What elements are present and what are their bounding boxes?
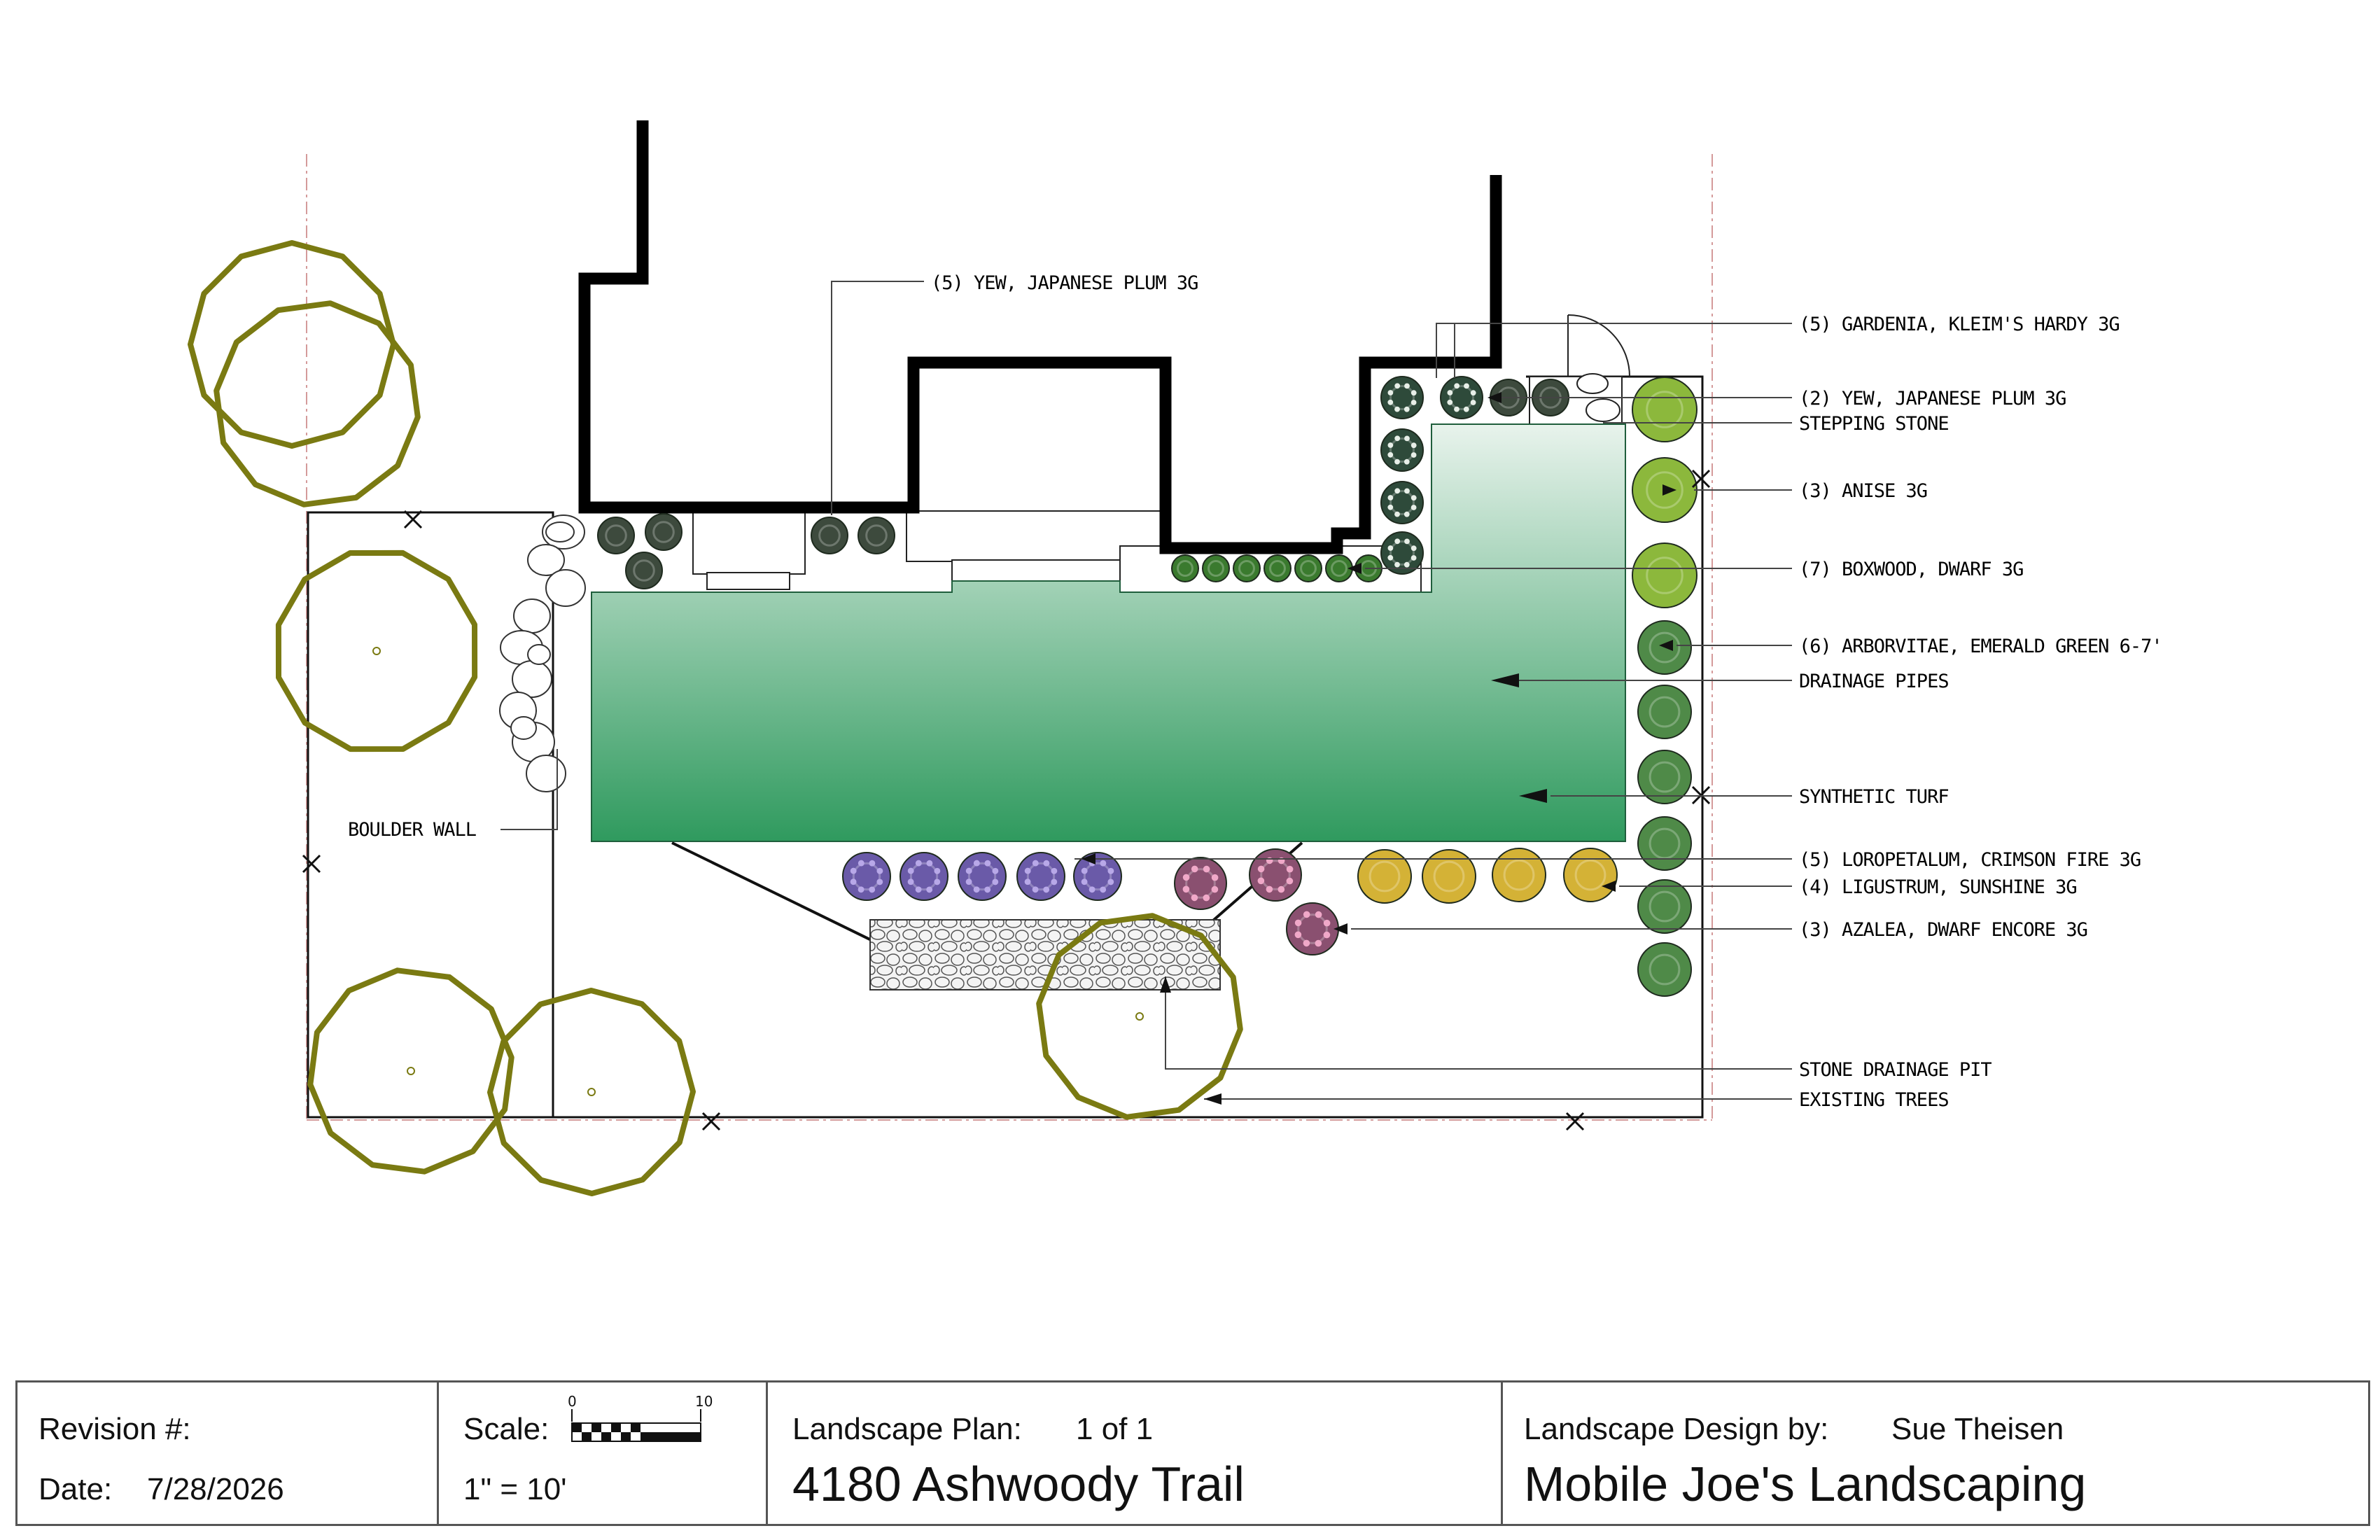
ligustrum-shrub bbox=[1357, 849, 1412, 904]
tree-trunk-marker bbox=[372, 647, 381, 655]
scale-bar-end: 10 bbox=[695, 1393, 713, 1410]
loropetalum-shrub bbox=[899, 852, 948, 901]
boxwood-shrub bbox=[1171, 554, 1199, 582]
revision-cell: Revision #: Date: 7/28/2026 bbox=[18, 1382, 439, 1524]
loropetalum-shrub bbox=[958, 852, 1007, 901]
gardenia-shrub bbox=[1380, 376, 1424, 419]
address: 4180 Ashwoody Trail bbox=[792, 1457, 1245, 1511]
yew-shrub bbox=[645, 513, 682, 551]
label-boulder-wall: BOULDER WALL bbox=[348, 819, 477, 841]
plan-cell: Landscape Plan: 1 of 1 4180 Ashwoody Tra… bbox=[768, 1382, 1503, 1524]
tree-canopy bbox=[307, 967, 514, 1175]
label-yew-side: (2) YEW, JAPANESE PLUM 3G bbox=[1799, 388, 2066, 410]
anise-shrub bbox=[1632, 377, 1698, 442]
scale-bar-icon: 0 10 bbox=[568, 1393, 713, 1442]
tree-trunk-marker bbox=[1135, 1012, 1144, 1021]
gardenia-shrub bbox=[1380, 481, 1424, 524]
title-block: Revision #: Date: 7/28/2026 Scale: 0 10 … bbox=[15, 1380, 2370, 1526]
boxwood-shrub bbox=[1202, 554, 1230, 582]
azalea-shrub bbox=[1174, 857, 1227, 910]
gardenia-shrub bbox=[1380, 428, 1424, 472]
scale-value: 1" = 10' bbox=[463, 1472, 567, 1506]
door-swing bbox=[1567, 314, 1630, 377]
label-azalea: (3) AZALEA, DWARF ENCORE 3G bbox=[1799, 919, 2087, 941]
boxwood-shrub bbox=[1264, 554, 1292, 582]
synthetic-turf bbox=[591, 424, 1626, 842]
anise-shrub bbox=[1632, 542, 1698, 608]
ligustrum-shrub bbox=[1563, 848, 1618, 902]
label-stepping-stone: STEPPING STONE bbox=[1799, 413, 1949, 435]
property-lines bbox=[306, 154, 1713, 1121]
company-name: Mobile Joe's Landscaping bbox=[1524, 1457, 2087, 1511]
tree-trunk-marker bbox=[407, 1067, 415, 1075]
tree-canopy bbox=[487, 988, 696, 1196]
shrubs bbox=[597, 376, 1698, 997]
scale-label: Scale: bbox=[463, 1412, 550, 1446]
date-value: 7/28/2026 bbox=[147, 1472, 284, 1506]
yew-shrub bbox=[811, 517, 848, 554]
scale-cell: Scale: 0 10 1" = 10' bbox=[439, 1382, 768, 1524]
stone-drainage-pit bbox=[869, 919, 1221, 990]
plan-page: 1 of 1 bbox=[1076, 1412, 1154, 1446]
designer-name: Sue Theisen bbox=[1891, 1412, 2064, 1446]
gardenia-shrub bbox=[1380, 531, 1424, 575]
label-anise: (3) ANISE 3G bbox=[1799, 480, 1927, 502]
arborvitae-shrub bbox=[1637, 879, 1692, 934]
ligustrum-shrub bbox=[1492, 848, 1546, 902]
date-label: Date: bbox=[38, 1472, 113, 1506]
tree-canopy bbox=[214, 300, 421, 507]
azalea-shrub bbox=[1249, 848, 1302, 902]
plan-label: Landscape Plan: bbox=[792, 1412, 1022, 1446]
tree-trunk-marker bbox=[587, 1088, 596, 1096]
gardenia-shrub bbox=[1440, 376, 1483, 419]
tree-canopy bbox=[1036, 913, 1243, 1120]
arborvitae-shrub bbox=[1637, 750, 1692, 804]
leader-lines bbox=[500, 281, 1792, 1100]
stepping-stones bbox=[1576, 373, 1620, 422]
arborvitae-shrub bbox=[1637, 685, 1692, 739]
leader-arrows bbox=[1082, 392, 1676, 1105]
label-synthetic-turf: SYNTHETIC TURF bbox=[1799, 786, 1949, 808]
house-wall bbox=[578, 120, 1502, 554]
loropetalum-shrub bbox=[1016, 852, 1065, 901]
loropetalum-shrub bbox=[842, 852, 891, 901]
boxwood-shrub bbox=[1325, 554, 1353, 582]
existing-trees bbox=[188, 240, 1243, 1196]
azalea-shrub bbox=[1286, 902, 1339, 955]
yew-shrub bbox=[597, 517, 635, 554]
tree-canopy bbox=[188, 240, 396, 449]
label-gardenia: (5) GARDENIA, KLEIM'S HARDY 3G bbox=[1799, 314, 2120, 335]
designer-cell: Landscape Design by: Sue Theisen Mobile … bbox=[1503, 1382, 2368, 1524]
label-arborvitae: (6) ARBORVITAE, EMERALD GREEN 6-7' bbox=[1799, 636, 2162, 657]
label-existing-trees: EXISTING TREES bbox=[1799, 1089, 1949, 1111]
designer-label: Landscape Design by: bbox=[1524, 1412, 1829, 1446]
label-stone-drainage-pit: STONE DRAINAGE PIT bbox=[1799, 1059, 1991, 1081]
label-boxwood: (7) BOXWOOD, DWARF 3G bbox=[1799, 559, 2023, 580]
label-loropetalum: (5) LOROPETALUM, CRIMSON FIRE 3G bbox=[1799, 849, 2141, 871]
label-ligustrum: (4) LIGUSTRUM, SUNSHINE 3G bbox=[1799, 876, 2077, 898]
arborvitae-shrub bbox=[1637, 942, 1692, 997]
boxwood-shrub bbox=[1233, 554, 1261, 582]
boulder-wall bbox=[499, 514, 586, 792]
tree-canopy bbox=[275, 550, 478, 752]
ligustrum-shrub bbox=[1422, 849, 1476, 904]
label-drainage-pipes: DRAINAGE PIPES bbox=[1799, 671, 1949, 692]
arborvitae-shrub bbox=[1637, 816, 1692, 871]
boxwood-shrub bbox=[1294, 554, 1322, 582]
scale-bar-start: 0 bbox=[568, 1393, 577, 1410]
loropetalum-shrub bbox=[1073, 852, 1122, 901]
plant-labels: (5) YEW, JAPANESE PLUM 3G (5) GARDENIA, … bbox=[348, 272, 2163, 1111]
revision-label: Revision #: bbox=[38, 1412, 191, 1446]
yew-shrub bbox=[858, 517, 895, 554]
label-yew-front: (5) YEW, JAPANESE PLUM 3G bbox=[931, 272, 1198, 294]
yew-shrub bbox=[625, 552, 663, 589]
